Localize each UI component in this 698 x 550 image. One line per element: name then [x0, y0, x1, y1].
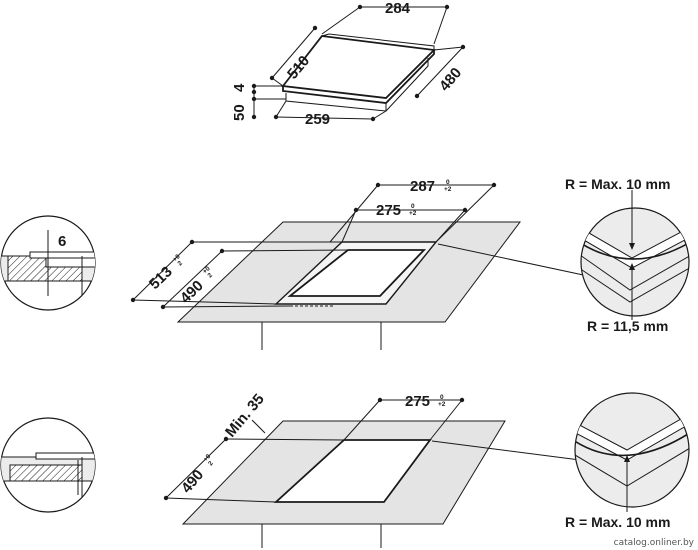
watermark: catalog.onliner.by: [613, 538, 694, 548]
dim-outer-width: 287: [410, 178, 435, 195]
dim-glass-thickness: 4: [231, 83, 248, 92]
leader-corner-standard: [437, 243, 589, 277]
label-corner-radius-max: R = Max. 10 mm: [565, 176, 670, 192]
tol-flush-depth-top: +0: [202, 453, 212, 463]
hob-body-side: [385, 58, 429, 112]
detail-flush-section: [0, 417, 96, 513]
dim-line-513: [132, 241, 193, 301]
dim-hob-depth-right: 480: [436, 64, 465, 94]
dim-rebate-depth: 6: [58, 233, 66, 250]
dim-hob-width: 284: [385, 0, 411, 17]
tol-inner-width-bottom: +2: [409, 210, 417, 217]
dim-flush-depth: 490: [178, 466, 207, 496]
cutout-opening-flush: [273, 439, 432, 503]
dim-line-259: [275, 116, 374, 120]
dim-flush-width: 275: [405, 393, 430, 410]
hob-glass-back-edge: [321, 33, 435, 50]
cutout-opening-standard: [287, 249, 427, 297]
tol-outer-depth-top: +0: [172, 253, 182, 263]
tol-outer-width-bottom: +2: [444, 186, 452, 193]
detail-rebate-section: 6: [0, 215, 96, 311]
tol-flush-width-top: 0: [440, 394, 444, 401]
detail-corner-standard: R = Max. 10 mm R = 11,5 mm: [565, 176, 690, 334]
hob-drawing: 284 510 480 259 4 50: [231, 0, 466, 128]
tol-inner-depth-bottom: 2: [207, 272, 215, 280]
dim-line-480: [416, 46, 464, 97]
hob-body: [285, 93, 387, 112]
dim-min-distance: Min. 35: [222, 391, 268, 441]
dim-hob-front-width: 259: [305, 111, 330, 128]
dim-line-490-standard: [162, 250, 223, 308]
detail-corner-flush: R = Max. 10 mm: [565, 392, 690, 530]
label-flush-corner-radius: R = Max. 10 mm: [565, 514, 670, 530]
tol-flush-width-bottom: +2: [438, 401, 446, 408]
tol-outer-width-top: 0: [446, 179, 450, 186]
dim-line-510: [271, 27, 316, 79]
leader-corner-flush: [431, 440, 581, 461]
hob-glass-top: [281, 35, 436, 99]
tol-outer-depth-bottom: 2: [177, 260, 185, 268]
tol-inner-width-top: 0: [411, 203, 415, 210]
dim-inner-width: 275: [376, 202, 401, 219]
cutout-flush-drawing: 275 0 +2 Min. 35 490 +0 2: [163, 391, 581, 548]
dim-body-height: 50: [231, 104, 248, 121]
label-corner-radius-inner: R = 11,5 mm: [587, 318, 668, 334]
dim-outer-depth: 513: [146, 263, 176, 293]
tol-flush-depth-bottom: 2: [207, 460, 215, 468]
tol-inner-depth-top: +0: [202, 265, 212, 275]
cutout-standard-drawing: 287 0 +2 275 0 +2 513 +0 2 490 +0 2: [130, 178, 589, 350]
dim-line-490-flush: [165, 438, 227, 499]
